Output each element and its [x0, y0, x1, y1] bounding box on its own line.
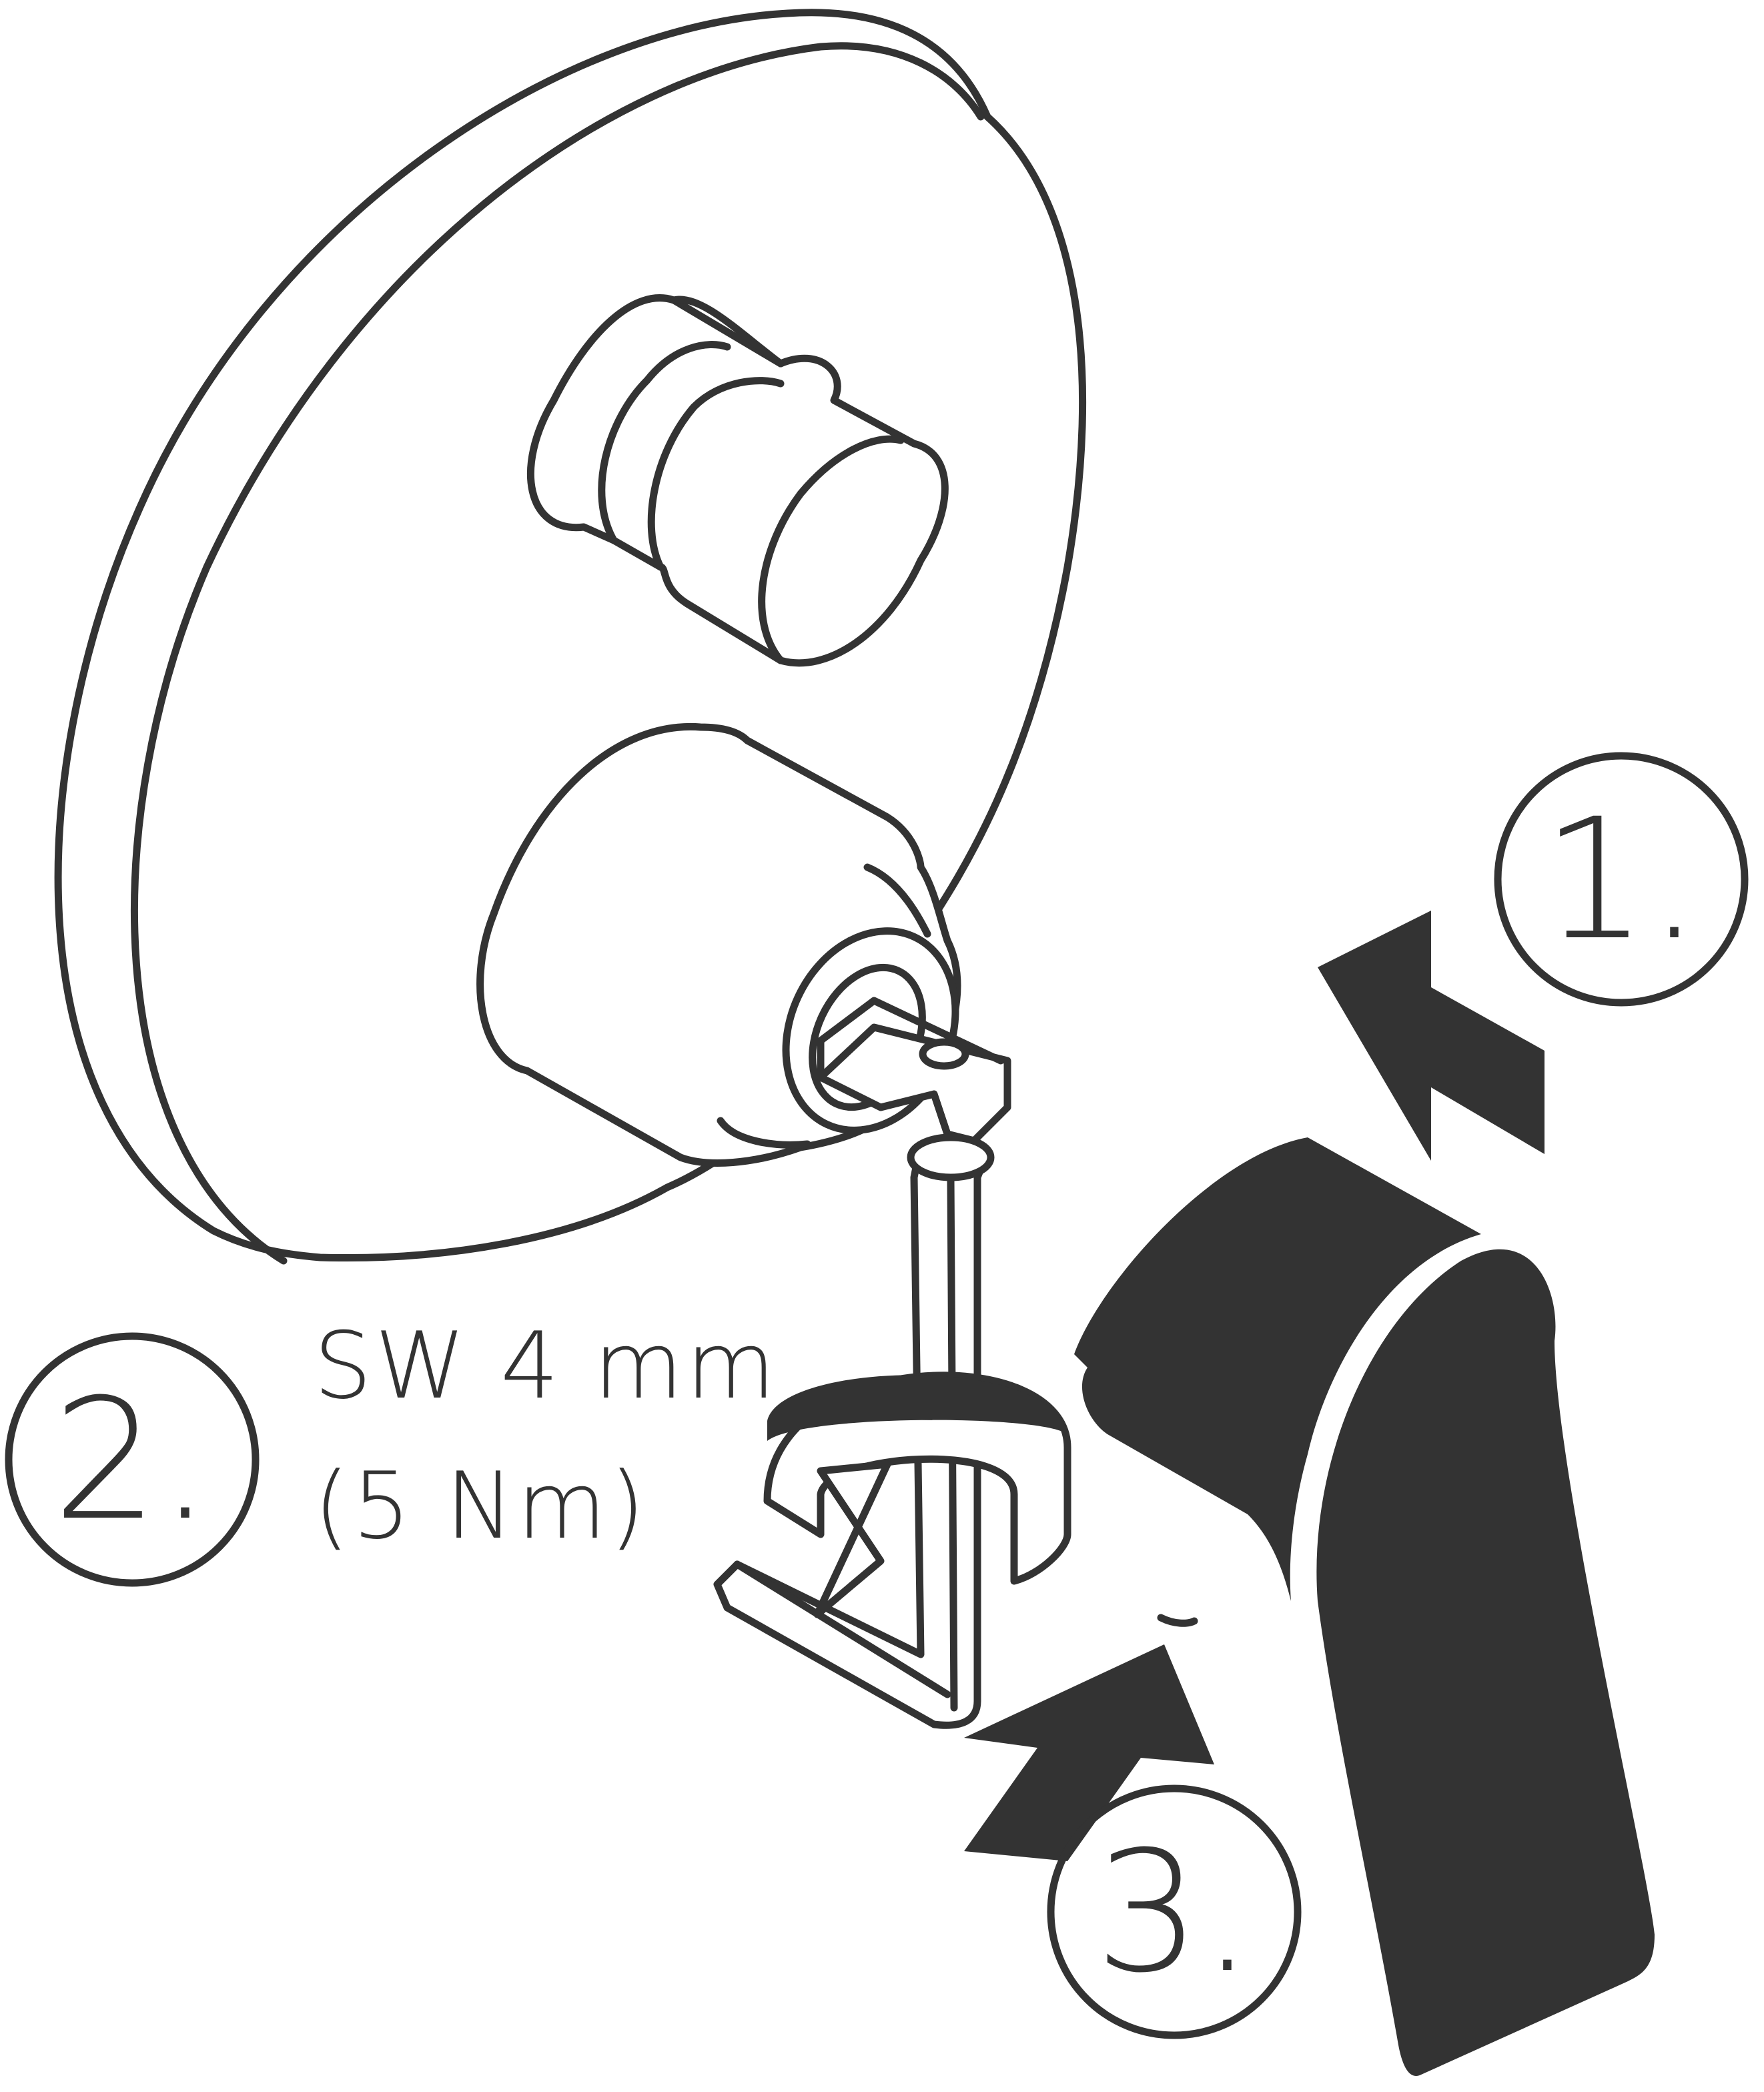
tool-size-label: SW 4 mm: [314, 1312, 778, 1420]
rotation-arrow-icon: [763, 1372, 1071, 1618]
torque-label: (5 Nm): [314, 1452, 648, 1560]
step3-badge: 3.: [1047, 1784, 1302, 2039]
lever-handle-icon: [1074, 1137, 1655, 2076]
arrow-step1-icon: [1318, 911, 1545, 1161]
step2-label: 2.: [53, 1363, 212, 1557]
step1-label: 1.: [1542, 782, 1701, 977]
step2-badge: 2.: [5, 1332, 260, 1587]
step3-label: 3.: [1095, 1815, 1254, 2009]
arrow-step3-icon: [964, 1644, 1214, 1861]
step1-badge: 1.: [1494, 752, 1749, 1007]
screw-bracket-icon: [817, 997, 1011, 1145]
upper-knob-icon: [526, 294, 949, 667]
